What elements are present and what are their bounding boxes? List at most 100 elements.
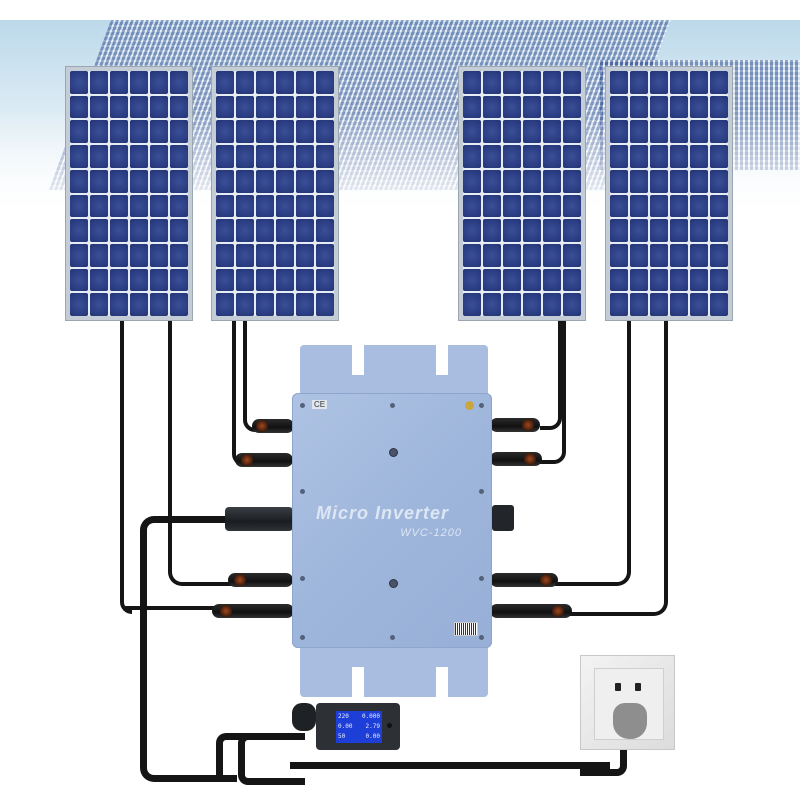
solar-cell xyxy=(710,194,728,218)
screw-icon xyxy=(479,403,484,408)
solar-cell xyxy=(170,194,188,218)
solar-cell xyxy=(316,71,334,94)
mount-slot xyxy=(436,345,448,375)
solar-cell xyxy=(563,71,581,94)
solar-cell xyxy=(130,194,148,218)
solar-cell xyxy=(256,71,274,94)
solar-cell xyxy=(236,145,254,168)
solar-cell xyxy=(70,219,88,242)
solar-cell xyxy=(650,219,668,242)
solar-cell xyxy=(563,194,581,218)
solar-cell xyxy=(650,293,668,316)
solar-cell xyxy=(130,268,148,292)
ac-output-connector xyxy=(225,507,293,531)
dc-cable-p3b xyxy=(538,320,566,464)
solar-cell xyxy=(170,219,188,242)
solar-cell xyxy=(710,169,728,193)
solar-cell xyxy=(316,243,334,267)
solar-cell xyxy=(296,293,314,316)
solar-cell xyxy=(690,194,708,218)
solar-cell xyxy=(110,293,128,316)
solar-cell xyxy=(503,95,521,119)
solar-cell xyxy=(503,169,521,193)
dc-cable-p2b xyxy=(243,320,265,432)
solar-cell xyxy=(483,169,501,193)
dc-cable-p1b xyxy=(168,320,232,586)
solar-cell xyxy=(130,120,148,144)
inverter-model: WVC-1200 xyxy=(400,527,462,539)
solar-cell xyxy=(316,293,334,316)
solar-cell xyxy=(463,243,481,267)
solar-cell xyxy=(463,169,481,193)
solar-cell xyxy=(130,71,148,94)
solar-cell xyxy=(90,169,108,193)
solar-cell xyxy=(170,243,188,267)
solar-cell xyxy=(670,268,688,292)
micro-inverter: CE Micro Inverter WVC-1200 xyxy=(292,393,492,648)
solar-cell xyxy=(70,145,88,168)
solar-cell xyxy=(130,243,148,267)
solar-cell xyxy=(276,268,294,292)
meter-current: 0.000 xyxy=(361,713,380,720)
solar-cell xyxy=(670,219,688,242)
solar-cell xyxy=(670,120,688,144)
solar-cell xyxy=(523,219,541,242)
solar-cell xyxy=(523,71,541,94)
solar-cell xyxy=(236,219,254,242)
dc-connector-right-3 xyxy=(490,573,558,587)
solar-cell xyxy=(670,145,688,168)
dc-cable-p1a-h xyxy=(124,606,224,610)
screw-icon xyxy=(300,403,305,408)
solar-cell xyxy=(483,71,501,94)
solar-cell xyxy=(523,194,541,218)
panel-cells xyxy=(463,71,581,316)
solar-cell xyxy=(150,120,168,144)
solar-panel-3 xyxy=(458,66,586,321)
solar-cell xyxy=(610,243,628,267)
solar-cell xyxy=(543,95,561,119)
solar-cell xyxy=(236,120,254,144)
solar-cell xyxy=(170,145,188,168)
solar-cell xyxy=(710,243,728,267)
solar-cell xyxy=(503,194,521,218)
solar-cell xyxy=(610,145,628,168)
solar-cell xyxy=(90,120,108,144)
solar-cell xyxy=(463,194,481,218)
solar-cell xyxy=(610,293,628,316)
solar-cell xyxy=(543,169,561,193)
solar-cell xyxy=(316,145,334,168)
solar-cell xyxy=(650,95,668,119)
solar-cell xyxy=(276,120,294,144)
solar-cell xyxy=(70,169,88,193)
solar-cell xyxy=(296,219,314,242)
meter-power-factor: 0.00 xyxy=(365,733,380,740)
solar-cell xyxy=(130,293,148,316)
solar-cell xyxy=(216,71,234,94)
solar-cell xyxy=(256,95,274,119)
solar-cell xyxy=(90,194,108,218)
solar-cell xyxy=(463,95,481,119)
solar-cell xyxy=(70,268,88,292)
solar-cell xyxy=(110,268,128,292)
ce-mark: CE xyxy=(312,400,328,409)
solar-cell xyxy=(690,145,708,168)
meter-power: 0.00 xyxy=(338,723,353,730)
solar-cell xyxy=(90,243,108,267)
solar-cell xyxy=(463,120,481,144)
mount-slot xyxy=(352,345,364,375)
solar-cell xyxy=(543,293,561,316)
solar-cell xyxy=(70,120,88,144)
solar-cell xyxy=(650,120,668,144)
solar-cell xyxy=(110,169,128,193)
solar-cell xyxy=(316,194,334,218)
solar-cell xyxy=(610,95,628,119)
panel-cells xyxy=(216,71,334,316)
socket-hole xyxy=(615,683,621,691)
dc-cable-p1a xyxy=(120,320,132,614)
solar-cell xyxy=(563,145,581,168)
solar-cell xyxy=(150,95,168,119)
solar-cell xyxy=(90,71,108,94)
screw-icon xyxy=(479,635,484,640)
solar-cell xyxy=(316,95,334,119)
